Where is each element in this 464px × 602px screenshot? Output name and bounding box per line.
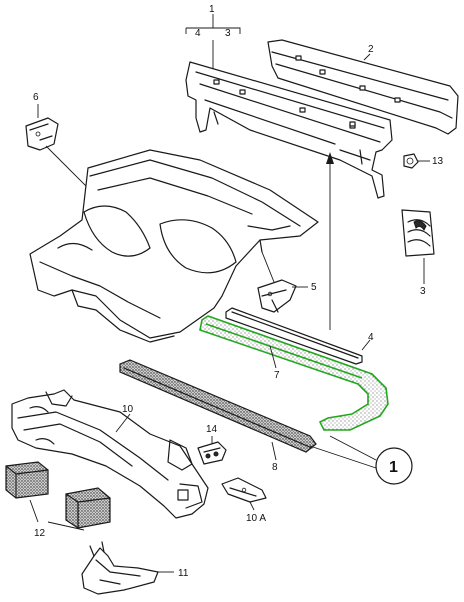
label-part-2: 2 xyxy=(368,44,374,55)
label-part-14: 14 xyxy=(206,424,218,435)
label-part-8: 8 xyxy=(272,462,278,473)
label-part-1: 1 xyxy=(209,4,215,15)
label-part-10a: 10 A xyxy=(246,513,266,524)
part-12-foam-blocks xyxy=(5,461,111,531)
label-part-4: 4 xyxy=(368,332,374,343)
assembly-arrow xyxy=(326,152,334,330)
part-2-upper-crossmember xyxy=(267,39,459,135)
part-7-seal-highlighted xyxy=(199,315,389,431)
label-part-12: 12 xyxy=(34,528,46,539)
rear-floor-panel xyxy=(29,149,319,343)
part-labels: 1 4 3 2 6 13 3 5 4 7 10 14 8 10 A 12 11 … xyxy=(33,4,444,579)
part-13-nut xyxy=(403,153,430,169)
part-10-crossmember xyxy=(11,389,209,519)
part-14-bracket xyxy=(197,436,227,465)
part-3-spring-bracket xyxy=(401,209,435,284)
part-4-rail xyxy=(225,307,371,365)
label-part-3: 3 xyxy=(420,286,426,297)
label-part-1-right: 3 xyxy=(225,28,231,39)
label-part-6: 6 xyxy=(33,92,39,103)
label-part-11: 11 xyxy=(178,568,189,579)
label-part-13: 13 xyxy=(432,156,444,167)
part-10a-plate xyxy=(221,477,267,511)
label-part-7: 7 xyxy=(274,370,280,381)
label-part-5: 5 xyxy=(311,282,317,293)
reference-circle-label: 1 xyxy=(389,459,398,476)
part-5-bracket xyxy=(257,279,308,313)
label-part-10: 10 xyxy=(122,404,134,415)
reference-lines xyxy=(309,435,413,485)
label-part-1-left: 4 xyxy=(195,28,201,39)
part-8-foam-strip xyxy=(119,359,317,461)
part-11-lower-bracket xyxy=(81,541,174,595)
